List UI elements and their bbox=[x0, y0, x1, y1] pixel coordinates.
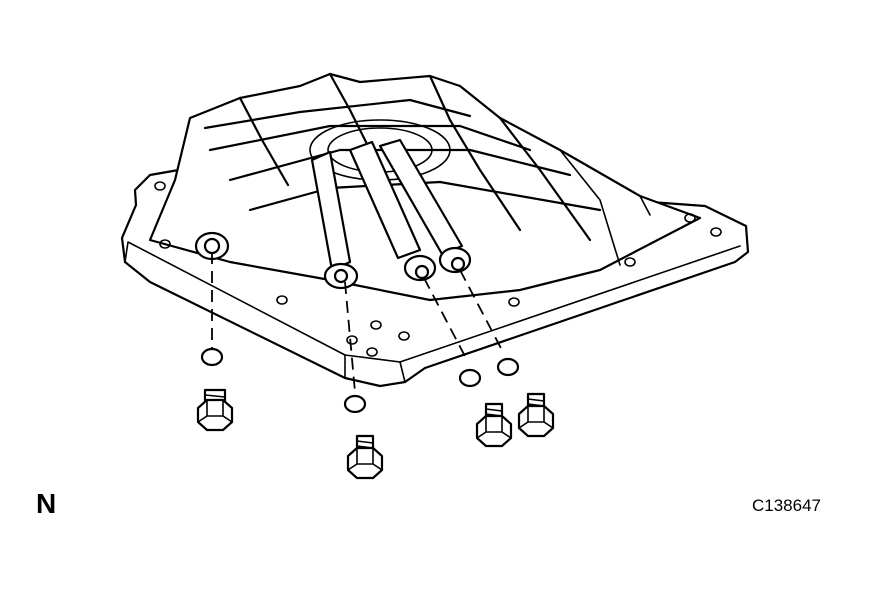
o-ring bbox=[496, 357, 520, 377]
plug bbox=[196, 388, 234, 432]
o-rings bbox=[200, 347, 520, 414]
o-ring bbox=[343, 394, 367, 414]
assembly-lines bbox=[211, 252, 505, 393]
o-ring bbox=[458, 368, 482, 388]
plug bbox=[346, 434, 384, 480]
o-ring bbox=[200, 347, 224, 367]
housing bbox=[120, 72, 750, 388]
plug bbox=[475, 402, 513, 448]
view-label: N bbox=[36, 488, 57, 519]
figure-code: C138647 bbox=[752, 496, 822, 515]
plug bbox=[517, 392, 555, 438]
